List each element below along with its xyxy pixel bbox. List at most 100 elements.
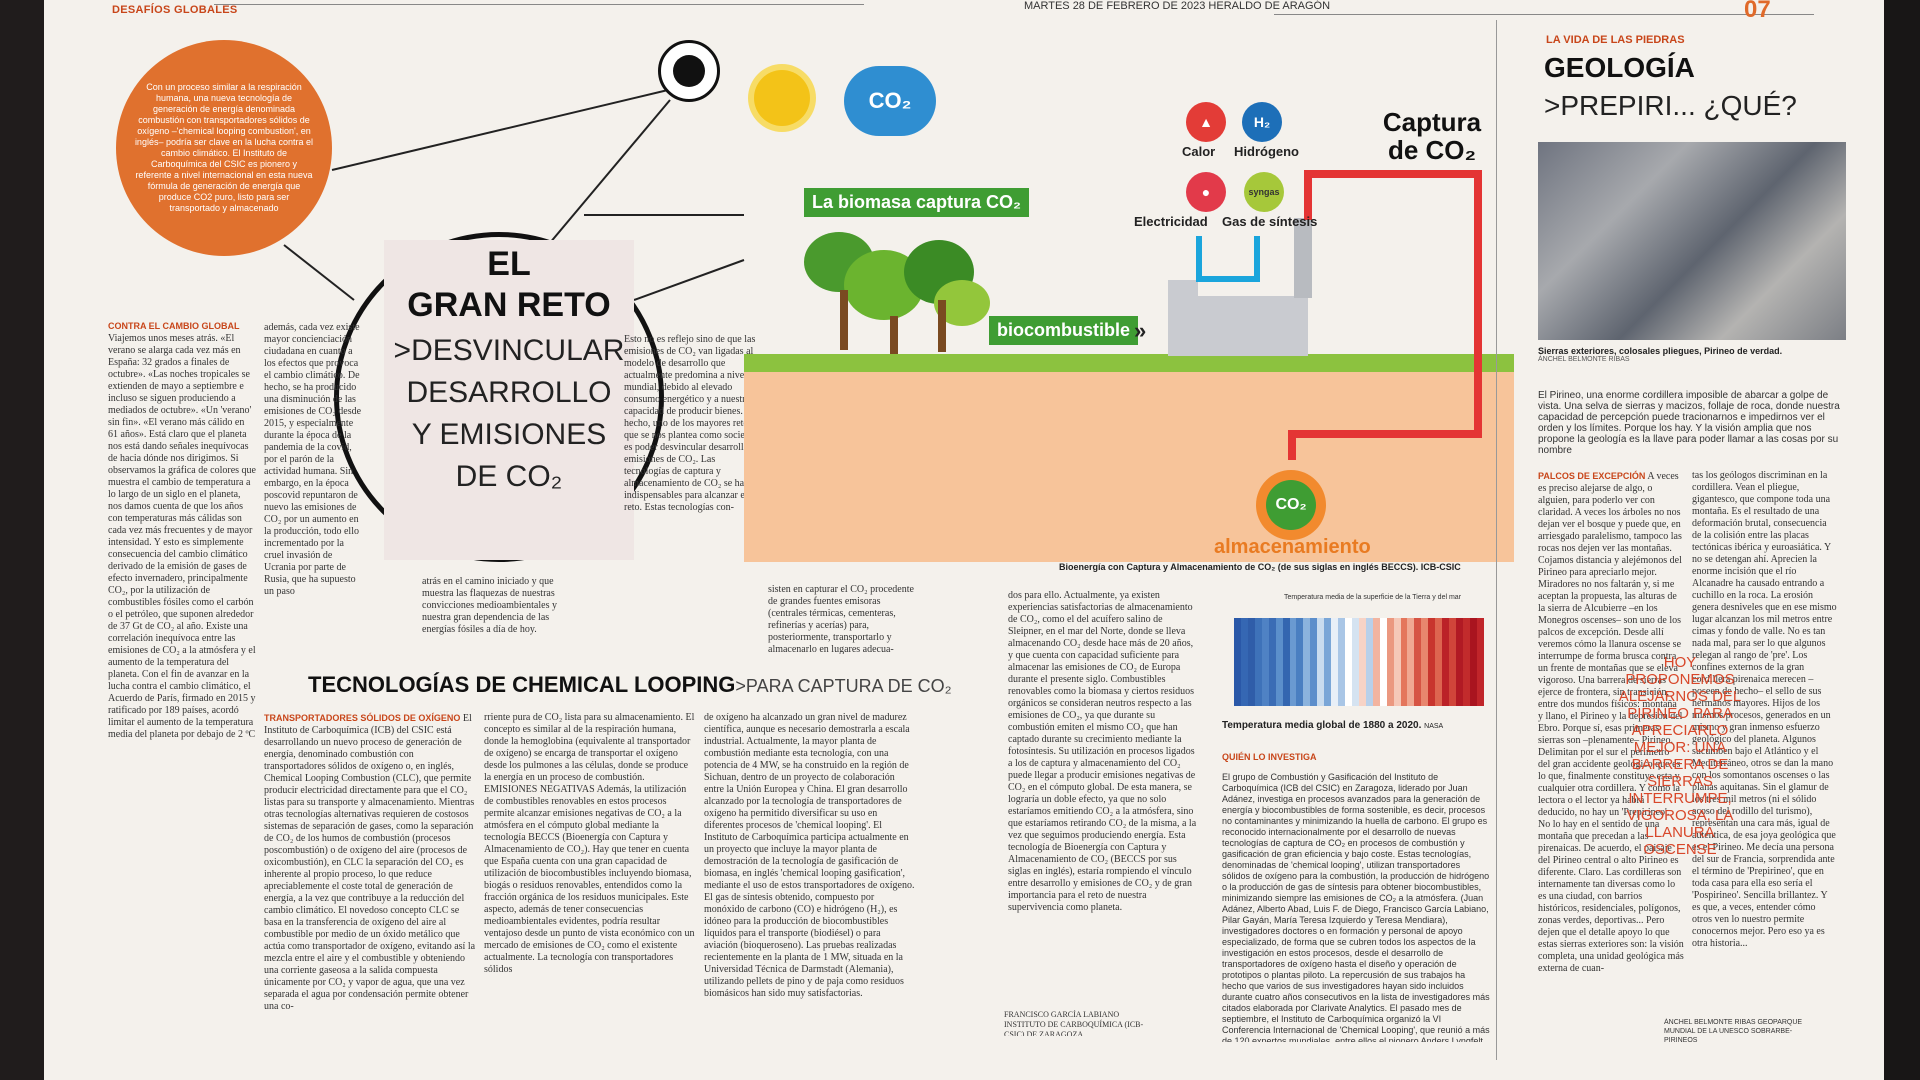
- newspaper-page: DESAFÍOS GLOBALES MARTES 28 DE FEBRERO D…: [44, 0, 1884, 1080]
- article-col6: dos para ello. Actualmente, ya existen e…: [1008, 590, 1198, 990]
- section2-col2-text: rriente pura de CO₂ lista para su almace…: [484, 712, 695, 975]
- geologia-col1-text: A veces es preciso alejarse de algo, o a…: [1538, 471, 1684, 974]
- section-header: DESAFÍOS GLOBALES: [112, 4, 238, 16]
- geologia-signature-text: ÁNCHEL BELMONTE RIBAS GEOPARQUE MUNDIAL …: [1664, 1019, 1803, 1044]
- photo-credit: ÁNCHEL BELMONTE RIBAS: [1538, 356, 1630, 363]
- geologia-subtitle: >PREPIRI... ¿QUÉ?: [1544, 90, 1797, 121]
- quien-text-block: El grupo de Combustión y Gasificación de…: [1222, 772, 1490, 1042]
- page-number: 07: [1744, 0, 1771, 23]
- section2-col2: rriente pura de CO₂ lista para su almace…: [484, 712, 696, 1032]
- date-paper-header: MARTES 28 DE FEBRERO DE 2023 HERALDO DE …: [1024, 0, 1331, 12]
- stripes-caption-text: Temperatura media global de 1880 a 2020.: [1222, 720, 1422, 731]
- arrow-right-icon: »: [1134, 318, 1147, 343]
- biocombustible-label: biocombustible: [989, 316, 1139, 345]
- electricidad-label: Electricidad: [1134, 214, 1208, 229]
- stripe: [1345, 618, 1352, 706]
- stripe: [1268, 618, 1276, 706]
- stripe: [1421, 618, 1429, 706]
- stripe: [1247, 618, 1255, 706]
- ground-band: [744, 354, 1514, 372]
- quien-title: QUIÉN LO INVESTIGA: [1222, 752, 1317, 762]
- article-col2-text: además, cada vez existe mayor conciencia…: [264, 322, 362, 597]
- photo-caption-text: Sierras exteriores, colosales pliegues, …: [1538, 346, 1783, 356]
- factory-building: [1168, 296, 1308, 356]
- stripe: [1462, 618, 1470, 706]
- section2-col1: TRANSPORTADORES SÓLIDOS DE OXÍGENO El In…: [264, 712, 476, 1042]
- syngas-icon-text: syngas: [1248, 187, 1280, 197]
- section2-signature: FRANCISCO GARCÍA LABIANO INSTITUTO DE CA…: [1004, 1010, 1154, 1036]
- stripe: [1282, 618, 1290, 706]
- title-background: [384, 240, 634, 560]
- article-col4: Esto no es reflejo sino de que las emisi…: [624, 334, 760, 648]
- geologia-col2-text: tas los geólogos discriminan en la cordi…: [1692, 470, 1837, 949]
- stripe: [1310, 618, 1318, 706]
- calor-label: Calor: [1182, 144, 1216, 159]
- article-col5: sisten en capturar el CO₂ procedente de …: [768, 584, 916, 654]
- intro-circle: Con un proceso similar a la respiración …: [116, 40, 332, 256]
- stripe: [1449, 618, 1456, 706]
- captura-line1: Captura: [1382, 107, 1482, 137]
- section2-title: TECNOLOGÍAS DE CHEMICAL LOOPING>PARA CAP…: [308, 672, 952, 698]
- illustration-caption: Bioenergía con Captura y Almacenamiento …: [1059, 562, 1461, 572]
- stripe: [1476, 618, 1484, 706]
- hidrogeno-label: Hidrógeno: [1234, 144, 1299, 159]
- stripe: [1261, 618, 1269, 706]
- captura-line2: de CO₂: [1387, 135, 1477, 165]
- sun-icon: [754, 70, 810, 126]
- title-line5: Y EMISIONES: [411, 418, 607, 451]
- stripe: [1331, 618, 1339, 706]
- article-col1-lead: CONTRA EL CAMBIO GLOBAL: [108, 321, 240, 331]
- header-rule-right: [1274, 14, 1814, 15]
- stripe: [1296, 618, 1304, 706]
- stripe: [1469, 618, 1477, 706]
- title-line6: DE CO₂: [455, 460, 563, 493]
- captura-label: Captura de CO₂: [1362, 108, 1502, 164]
- geologia-title: GEOLOGÍA: [1544, 52, 1695, 83]
- section2-subtitle: >PARA CAPTURA DE CO₂: [735, 676, 952, 696]
- stripe: [1386, 618, 1394, 706]
- article-col2: además, cada vez existe mayor conciencia…: [264, 322, 364, 640]
- stripe: [1317, 618, 1325, 706]
- geologia-col1: PALCOS DE EXCEPCIÓN A veces es preciso a…: [1538, 470, 1684, 1048]
- stripe: [1365, 618, 1373, 706]
- tree-trunk: [890, 316, 898, 354]
- header-rule: [214, 4, 864, 5]
- mountain-photo: [1538, 142, 1846, 340]
- tree-trunk: [938, 300, 946, 352]
- stripe: [1414, 618, 1422, 706]
- co2-storage-label: CO₂: [1266, 480, 1316, 530]
- red-pipe: [1288, 170, 1482, 460]
- title-line4: DESARROLLO: [406, 376, 612, 409]
- stripe: [1358, 618, 1366, 706]
- geologia-signature: ÁNCHEL BELMONTE RIBAS GEOPARQUE MUNDIAL …: [1664, 1018, 1804, 1052]
- geologia-col2: tas los geólogos discriminan en la cordi…: [1692, 470, 1838, 1010]
- title-line3: >DESVINCULAR: [393, 334, 625, 367]
- article-col5-text: sisten en capturar el CO₂ procedente de …: [768, 584, 914, 654]
- tree-trunk: [840, 290, 848, 350]
- hidrogeno-icon-text: H₂: [1253, 114, 1271, 130]
- stripe: [1393, 618, 1401, 706]
- stripes-source: NASA: [1424, 723, 1444, 730]
- stripe: [1254, 618, 1262, 706]
- quien-text: El grupo de Combustión y Gasificación de…: [1222, 772, 1490, 1042]
- co2-cloud-icon: CO₂: [844, 66, 936, 136]
- stripe: [1435, 618, 1443, 706]
- stripe: [1428, 618, 1436, 706]
- stripe: [1379, 618, 1387, 706]
- stripe: [1275, 618, 1283, 706]
- stripes-title: Temperatura media de la superficie de la…: [1284, 594, 1462, 601]
- geologia-col1-lead: PALCOS DE EXCEPCIÓN: [1538, 471, 1646, 481]
- title-line2: GRAN RETO: [407, 286, 611, 324]
- stripe: [1400, 618, 1408, 706]
- article-col6-text: dos para ello. Actualmente, ya existen e…: [1008, 590, 1197, 913]
- page-right-edge: [1884, 0, 1920, 1080]
- climate-stripes: [1234, 618, 1484, 706]
- section2-col3: de oxígeno ha alcanzado un gran nivel de…: [704, 712, 916, 1032]
- geologia-kicker: LA VIDA DE LAS PIEDRAS: [1546, 34, 1685, 46]
- factory-roof: [1168, 280, 1198, 300]
- geologia-intro: El Pirineo, una enorme cordillera imposi…: [1538, 390, 1844, 456]
- intro-circle-text: Con un proceso similar a la respiración …: [134, 82, 314, 213]
- stripe: [1289, 618, 1297, 706]
- electricidad-icon: ●: [1186, 172, 1226, 212]
- geologia-intro-text: El Pirineo, una enorme cordillera imposi…: [1538, 390, 1840, 456]
